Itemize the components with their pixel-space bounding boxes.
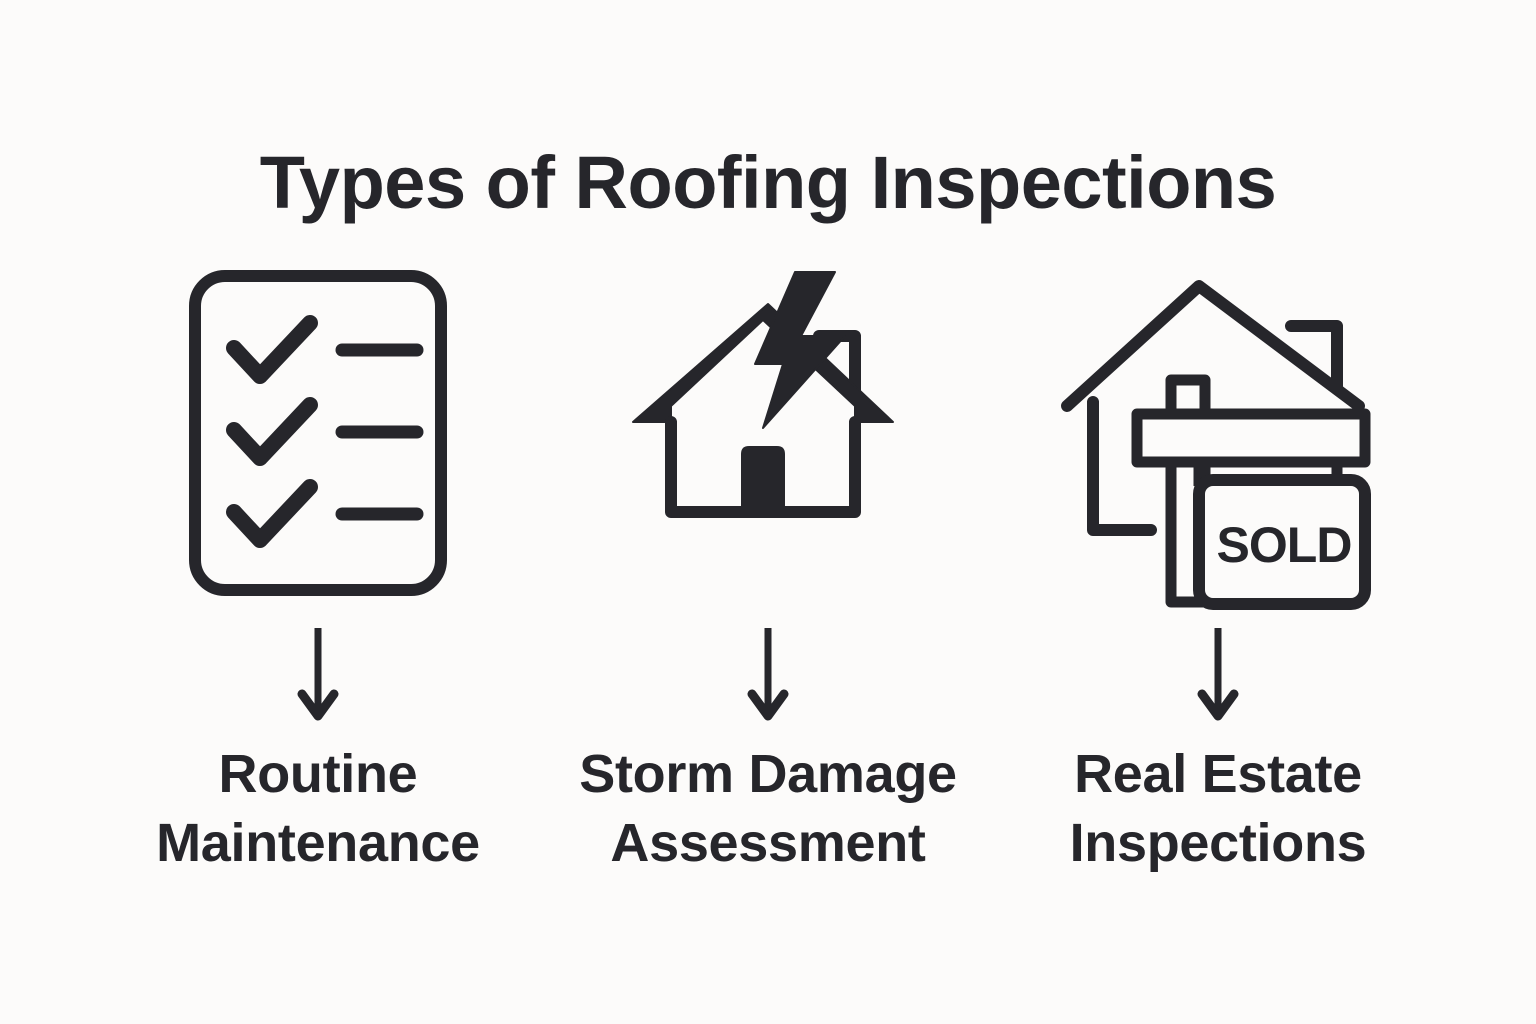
- arrow-slot-storm-damage: [746, 618, 790, 730]
- icon-slot-real-estate: SOLD: [1048, 268, 1388, 618]
- chimney-outline: [1285, 320, 1343, 392]
- arrow-slot-routine-maintenance: [296, 618, 340, 730]
- arrow-head: [1197, 689, 1239, 721]
- inspection-label-real-estate-inspections: Real Estate Inspections: [1069, 744, 1367, 874]
- inspection-label-routine-maintenance: Routine Maintenance: [156, 744, 480, 874]
- icon-slot-routine-maintenance: [148, 268, 488, 618]
- icon-slot-storm-damage: [598, 268, 938, 618]
- inspection-type-real-estate-inspections: SOLD Real Estate Inspections: [993, 268, 1443, 878]
- down-arrow-icon: [297, 628, 339, 721]
- lightning-bolt-icon: [754, 271, 846, 429]
- house-left-wall: [1087, 396, 1157, 536]
- roof-outline: [1061, 280, 1365, 412]
- arrow-head: [747, 689, 789, 721]
- inspection-label-storm-damage-assessment: Storm Damage Assessment: [579, 744, 957, 874]
- inspection-type-storm-damage-assessment: Storm Damage Assessment: [543, 268, 993, 878]
- inspection-type-routine-maintenance: Routine Maintenance: [93, 268, 543, 878]
- title-container: Types of Roofing Inspections: [0, 96, 1536, 269]
- house-sold-sign-icon: SOLD: [1061, 280, 1371, 610]
- check-icon-1: [226, 315, 318, 384]
- page-title: Types of Roofing Inspections: [259, 140, 1277, 224]
- house-lightning-bolt-icon: [632, 271, 894, 518]
- clipboard-outline: [189, 270, 447, 596]
- sold-text: SOLD: [1217, 517, 1352, 573]
- down-arrow-icon: [1197, 628, 1239, 721]
- checklist-clipboard-icon: [189, 270, 447, 596]
- inspection-types-row: Routine Maintenance: [0, 268, 1536, 878]
- sign-crossbar: [1131, 408, 1371, 468]
- arrow-slot-real-estate: [1196, 618, 1240, 730]
- arrow-head: [297, 689, 339, 721]
- door-shape: [741, 446, 785, 518]
- check-icon-3: [226, 479, 318, 548]
- check-icon-2: [226, 397, 318, 466]
- down-arrow-icon: [747, 628, 789, 721]
- sold-board: [1193, 474, 1371, 610]
